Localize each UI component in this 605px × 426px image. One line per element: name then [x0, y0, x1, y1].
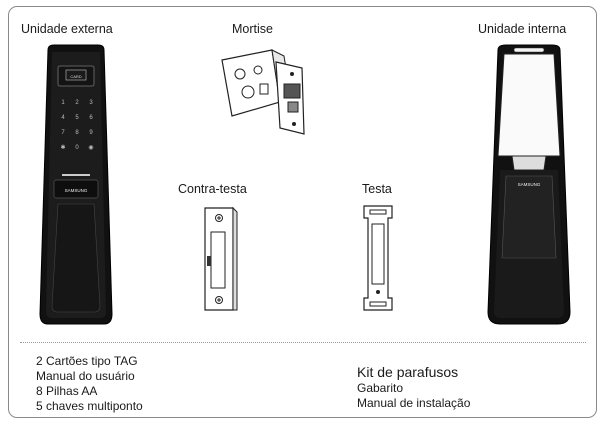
inner-unit-illustration: SAMSUNG — [487, 44, 571, 325]
card-reader-area — [65, 69, 87, 81]
section-separator — [20, 342, 586, 343]
list-item: Manual de instalação — [357, 396, 471, 410]
outer-brand-logo: SAMSUNG — [65, 188, 88, 193]
outer-unit-illustration: CARD 1 2 3 4 5 6 7 8 9 ✱ 0 ◉ SAMSUNG — [39, 44, 113, 325]
key-6[interactable]: 6 — [89, 115, 93, 121]
key-0[interactable]: 0 — [75, 145, 79, 151]
key-hash[interactable]: ◉ — [88, 145, 93, 151]
strike-plate-illustration — [363, 205, 393, 311]
mortise-label: Mortise — [232, 22, 273, 36]
inner-unit-label: Unidade interna — [478, 22, 567, 36]
strike-box-illustration — [204, 206, 238, 311]
strike-plate-label: Testa — [362, 182, 392, 196]
card-area-text: CARD — [70, 74, 81, 79]
key-3[interactable]: 3 — [89, 100, 93, 106]
strike-box-label: Contra-testa — [178, 182, 247, 196]
list-item: Manual do usuário — [36, 369, 135, 383]
inner-brand-logo: SAMSUNG — [518, 182, 541, 187]
key-8[interactable]: 8 — [75, 130, 79, 136]
key-4[interactable]: 4 — [61, 115, 65, 121]
accessories-list-left: 2 Cartões tipo TAG Manual do usuário 8 P… — [36, 354, 143, 414]
key-2[interactable]: 2 — [75, 100, 79, 106]
list-item: 8 Pilhas AA — [36, 384, 98, 398]
key-1[interactable]: 1 — [61, 100, 65, 106]
list-item: 2 Cartões tipo TAG — [36, 354, 138, 368]
key-star[interactable]: ✱ — [60, 144, 65, 151]
list-item: Gabarito — [357, 381, 404, 395]
accessories-list-right: Kit de parafusos Gabarito Manual de inst… — [357, 364, 470, 411]
screw-kit-title: Kit de parafusos — [357, 364, 459, 380]
outer-unit-label: Unidade externa — [21, 22, 113, 36]
components-frame — [8, 6, 597, 418]
key-5[interactable]: 5 — [75, 115, 79, 121]
list-item: 5 chaves multiponto — [36, 399, 143, 413]
key-7[interactable]: 7 — [61, 130, 65, 136]
mortise-illustration — [221, 49, 305, 135]
key-9[interactable]: 9 — [89, 130, 93, 136]
